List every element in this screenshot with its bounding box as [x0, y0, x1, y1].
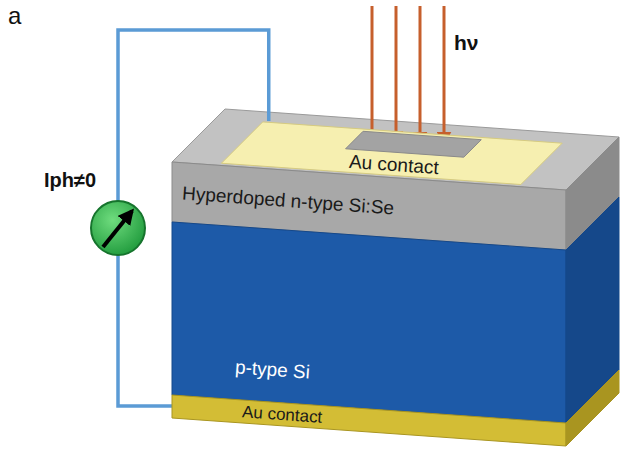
- light-ray: [419, 6, 422, 145]
- photon-energy: hν: [454, 32, 479, 53]
- p-type-layer: p-type Si: [172, 197, 619, 423]
- layer-face: [566, 370, 619, 446]
- light-ray: [371, 6, 374, 144]
- light-ray: [395, 6, 398, 144]
- bottom-contact: Au contact: [172, 370, 619, 446]
- layer-shape: [172, 197, 619, 423]
- layer-face: [172, 222, 566, 423]
- ammeter-body: [91, 201, 145, 255]
- label-anchor: a: [8, 4, 21, 28]
- photocurrent-label: Iph≠0: [44, 170, 96, 190]
- light-rays: [372, 6, 444, 145]
- label-anchor: Iph≠0: [44, 170, 96, 190]
- layer-face: [172, 395, 566, 446]
- label-anchor: hν: [454, 32, 479, 53]
- light-ray: [443, 6, 446, 145]
- panel-letter: a: [8, 4, 21, 28]
- ammeter-needle: [103, 211, 132, 247]
- layer-shape: [172, 370, 619, 446]
